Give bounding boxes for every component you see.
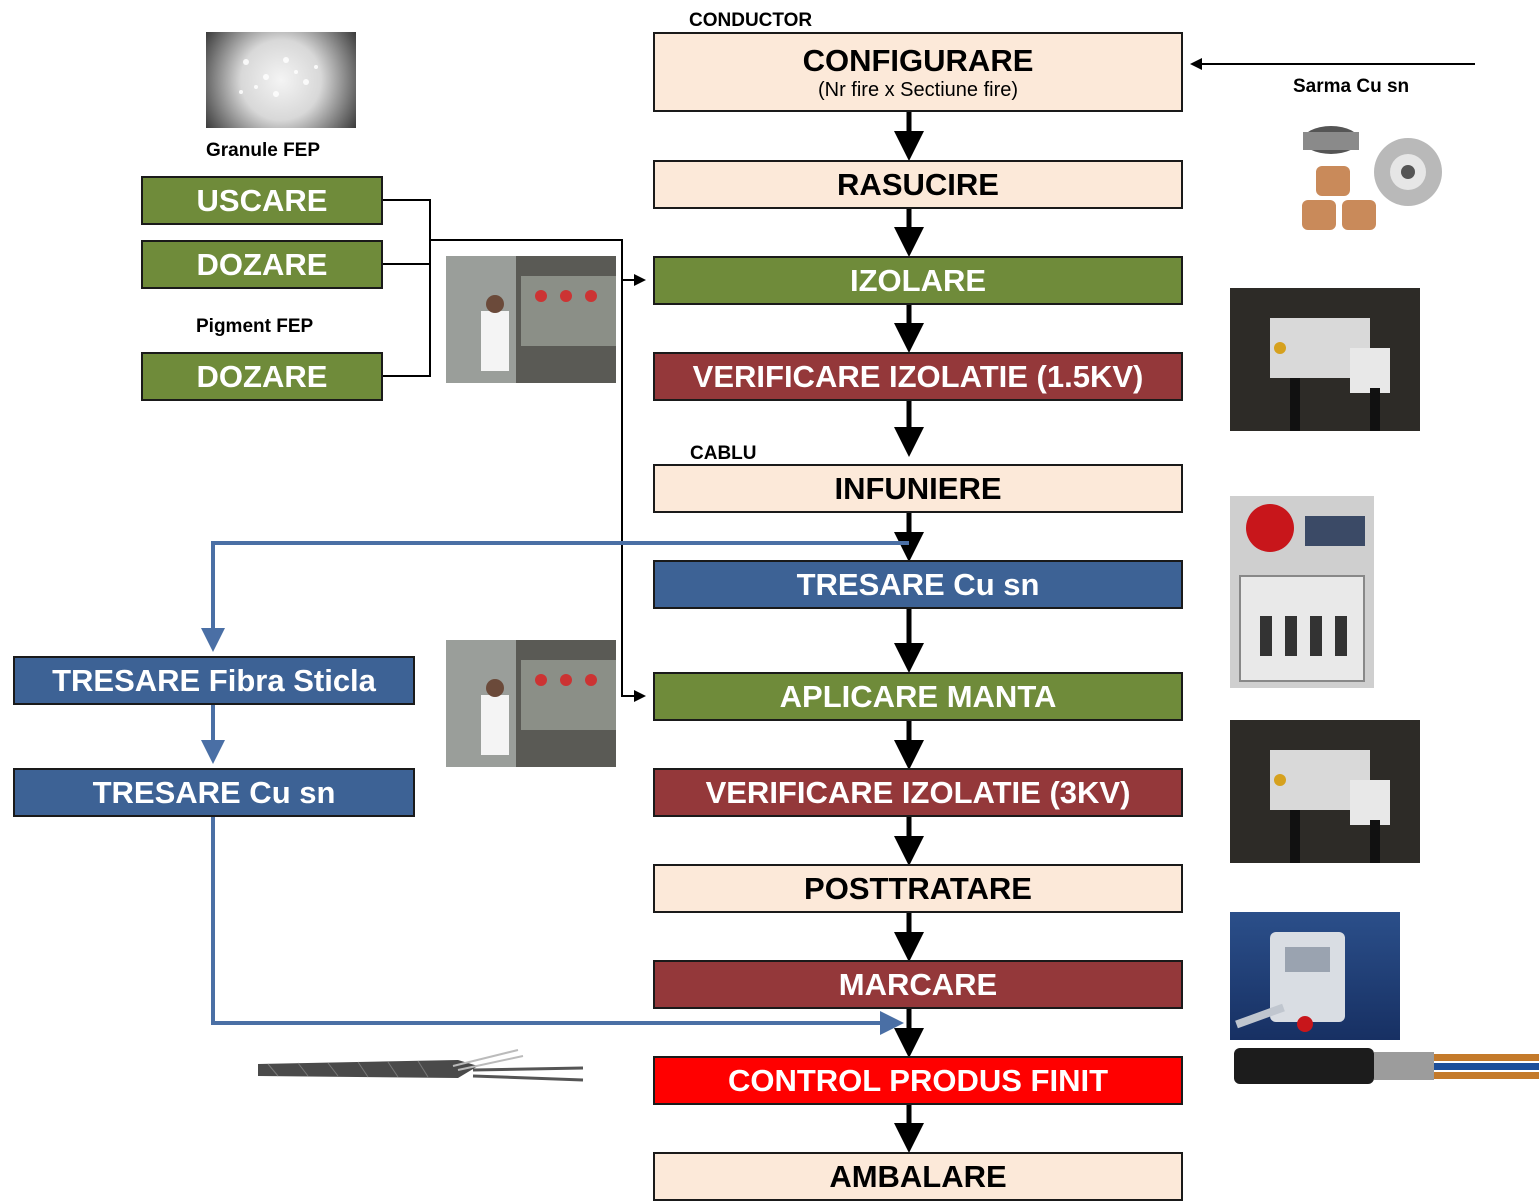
- conductor-label: CONDUCTOR: [689, 10, 813, 31]
- extrusion-operator-photo-2: [446, 640, 616, 767]
- extrusion-operator-photo-1: [446, 256, 616, 383]
- aplicare-manta-box: APLICARE MANTA: [653, 672, 1183, 721]
- configurare-box: CONFIGURARE (Nr fire x Sectiune fire): [653, 32, 1183, 112]
- control-produs-finit-box: CONTROL PRODUS FINIT: [653, 1056, 1183, 1105]
- dozare-pigment-box: DOZARE: [141, 352, 383, 401]
- braiding-machine-photo: [1230, 496, 1374, 688]
- blue-branch-lines: [201, 541, 909, 1035]
- tresare-fibra-sticla-box: TRESARE Fibra Sticla: [13, 656, 415, 705]
- inkjet-printer-illustration: [1235, 932, 1345, 1032]
- verificare-1-5kv-box: VERIFICARE IZOLATIE (1.5KV): [653, 352, 1183, 401]
- tresare-cu-sn-side-box: TRESARE Cu sn: [13, 768, 415, 817]
- fep-granules-photo: [206, 32, 356, 128]
- spools-illustration: [1302, 126, 1442, 230]
- spark-tester-photo-1: [1230, 288, 1420, 431]
- configurare-subtitle: (Nr fire x Sectiune fire): [817, 79, 1019, 101]
- spark-tester-photo-2: [1230, 720, 1420, 863]
- marcare-box: MARCARE: [653, 960, 1183, 1009]
- cablu-label: CABLU: [690, 443, 757, 464]
- rasucire-box: RASUCIRE: [653, 160, 1183, 209]
- braiding-machine-illustration: [1239, 504, 1365, 682]
- dozare-granule-box: DOZARE: [141, 240, 383, 289]
- spark-tester-illustration-2: [1270, 750, 1390, 863]
- wire-spools-photo: [1296, 114, 1446, 238]
- verificare-3kv-box: VERIFICARE IZOLATIE (3KV): [653, 768, 1183, 817]
- material-feed-lines: [383, 199, 646, 702]
- izolare-box: IZOLARE: [653, 256, 1183, 305]
- pigment-label: Pigment FEP: [196, 316, 314, 337]
- tresare-cu-sn-box: TRESARE Cu sn: [653, 560, 1183, 609]
- ambalare-box: AMBALARE: [653, 1152, 1183, 1201]
- uscare-box: USCARE: [141, 176, 383, 225]
- operator-panel-illustration-2: [446, 640, 616, 767]
- inkjet-marker-photo: [1230, 912, 1400, 1040]
- finished-cable-photo: [1234, 1044, 1539, 1088]
- granules-texture: [239, 57, 318, 97]
- posttratare-box: POSTTRATARE: [653, 864, 1183, 913]
- operator-panel-illustration: [446, 256, 616, 383]
- braided-cable-sample-photo: [258, 1046, 586, 1092]
- braided-cable-illustration: [258, 1049, 584, 1082]
- infuniere-box: INFUNIERE: [653, 464, 1183, 513]
- finished-cable-illustration: [1234, 1048, 1539, 1084]
- sarma-label: Sarma Cu sn: [1293, 76, 1410, 97]
- granule-label: Granule FEP: [206, 140, 321, 161]
- spark-tester-illustration-1: [1270, 318, 1390, 431]
- configurare-title: CONFIGURARE: [802, 43, 1034, 78]
